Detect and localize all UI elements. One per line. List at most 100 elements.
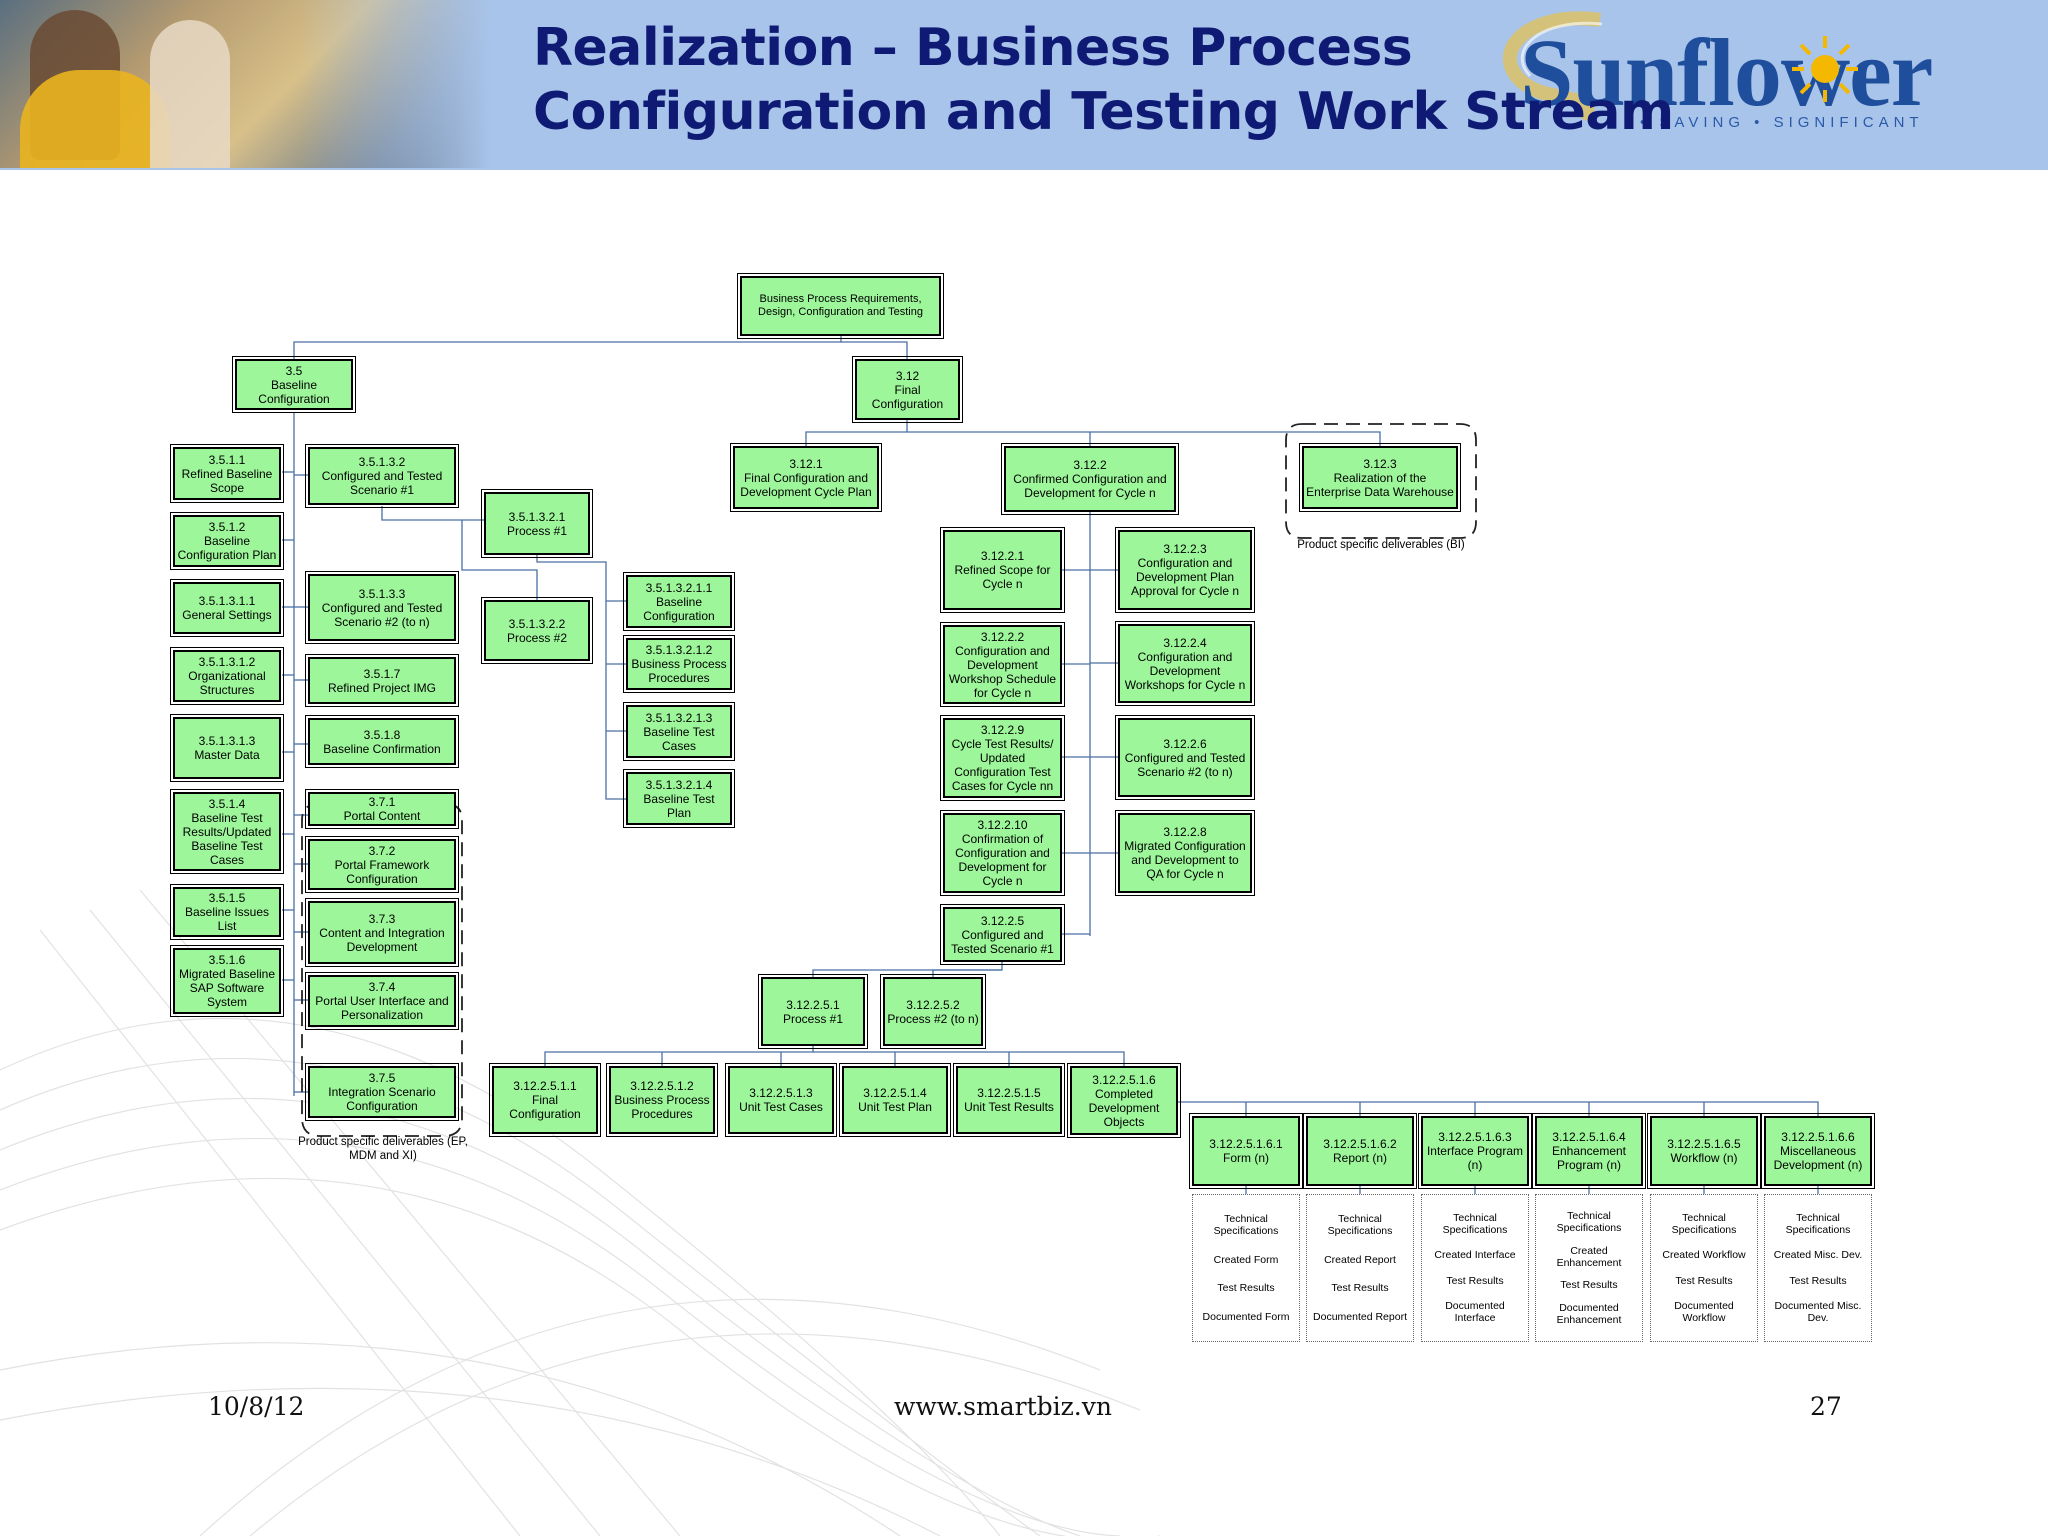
note-product-specific-bi: Product specific deliverables (BI) xyxy=(1297,539,1465,551)
node-id: 3.12.2.5.1.6.5 xyxy=(1667,1137,1741,1151)
node-label: Completed Development Objects xyxy=(1088,1086,1160,1129)
node-id: 3.5.1.3.2.2 xyxy=(508,616,566,631)
node-label: Confirmed Configuration and Development … xyxy=(1013,472,1167,500)
note-product-specific-ep: Product specific deliverables (EP, MDM a… xyxy=(298,1136,468,1162)
node-id: 3.7.1 xyxy=(368,795,396,809)
node-id: 3.7.5 xyxy=(368,1071,396,1085)
node-id: 3.5.1.4 xyxy=(208,796,246,811)
node-id: 3.5.1.3.2.1.1 xyxy=(645,580,713,595)
photo-person-man xyxy=(150,20,230,168)
node-label: Final Configuration xyxy=(871,382,944,411)
leaf-item: Technical Specifications xyxy=(1327,1213,1393,1238)
node-id: 3.5.1.3.1.2 xyxy=(198,655,256,669)
node-id: 3.12.2.5.1.6 xyxy=(1092,1072,1156,1087)
node-label: Refined Project IMG xyxy=(327,680,437,695)
node-id: 3.7.4 xyxy=(368,980,396,994)
node-label: Cycle Test Results/ Updated Configuratio… xyxy=(951,737,1054,793)
node-id: 3.5.1.3.2.1.4 xyxy=(645,777,713,792)
leaf-item: Technical Specifications xyxy=(1785,1211,1851,1236)
node-id: 3.5.1.1 xyxy=(208,452,246,467)
node-id: 3.12.2.8 xyxy=(1163,825,1207,839)
footer-url: www.smartbiz.vn xyxy=(894,1392,1112,1421)
node-id: 3.12.2.9 xyxy=(980,723,1025,737)
node-label: Configuration and Development Workshop S… xyxy=(948,643,1057,700)
node-id: 3.5.1.3.2.1.2 xyxy=(645,643,713,657)
node-label: Realization of the Enterprise Data Wareh… xyxy=(1306,470,1454,499)
photo-fade xyxy=(300,0,512,168)
node-id: 3.12.2.5.1.1 xyxy=(513,1079,577,1093)
logo-wordmark: Sunflower xyxy=(1520,19,1933,126)
leaf-item: Technical Specifications xyxy=(1671,1211,1737,1236)
node-id: 3.12.2.5.1 xyxy=(786,997,840,1012)
node-label: Baseline Test Plan xyxy=(643,791,715,820)
node-id: 3.12.2.5.1.5 xyxy=(977,1086,1041,1100)
logo-sun-icon xyxy=(1792,36,1858,102)
node-id: 3.5 xyxy=(285,363,303,378)
leaf-item: Created Misc. Dev. xyxy=(1773,1249,1863,1262)
node-label: Unit Test Plan xyxy=(858,1100,932,1114)
node-id: 3.12.2.5 xyxy=(980,913,1025,928)
node-id: 3.5.1.3.1.3 xyxy=(198,734,256,748)
node-id: 3.5.1.3.1.1 xyxy=(198,594,256,608)
node-label: Baseline Test Results/Updated Baseline T… xyxy=(182,810,272,867)
node-label: Refined Scope for Cycle n xyxy=(954,563,1051,591)
leaf-item: Test Results xyxy=(1217,1282,1275,1295)
dashed-boundary-ep xyxy=(301,803,463,1137)
node-id: 3.12.2.5.1.6.4 xyxy=(1552,1130,1626,1144)
node-label: Baseline Test Cases xyxy=(643,724,715,753)
node-label: Master Data xyxy=(194,748,260,762)
header-photo xyxy=(0,0,512,168)
node-label: Process #2 (to n) xyxy=(887,1011,979,1026)
node-label: Baseline Configuration Plan xyxy=(177,534,277,562)
leaf-item: Created Report xyxy=(1324,1253,1396,1266)
node-id: 3.12.2.6 xyxy=(1163,736,1207,751)
node-label: Form (n) xyxy=(1223,1151,1269,1165)
node-id: 3.5.1.7 xyxy=(363,666,401,681)
node-label: Portal User Interface and Personalizatio… xyxy=(315,994,449,1022)
leaf-item: Documented Report xyxy=(1313,1310,1407,1323)
leaf-item: Created Form xyxy=(1213,1253,1279,1266)
node-label: Final Configuration xyxy=(509,1093,581,1121)
node-label: Configuration and Development Plan Appro… xyxy=(1130,556,1240,598)
leaf-list-enhancement: Technical Specifications Created Enhance… xyxy=(1535,1194,1643,1342)
node-label: Portal Framework Configuration xyxy=(334,857,430,886)
node-label: Process #1 xyxy=(782,1011,844,1026)
node-label: Migrated Configuration and Development t… xyxy=(1124,839,1246,881)
node-label: Configured and Tested Scenario #2 (to n) xyxy=(321,600,443,629)
footer-page-number: 27 xyxy=(1810,1392,1842,1421)
node-id: 3.5.1.3.2.1.3 xyxy=(645,710,713,725)
leaf-list-form: Technical Specifications Created Form Te… xyxy=(1192,1194,1300,1342)
slide-title: Realization – Business Process Configura… xyxy=(533,16,1674,144)
node-label: Configured and Tested Scenario #1 xyxy=(951,927,1054,956)
leaf-item: Documented Form xyxy=(1202,1310,1290,1323)
node-label: General Settings xyxy=(182,608,272,622)
node-label: Business Process Procedures xyxy=(614,1093,710,1121)
node-label: Process #1 xyxy=(506,523,568,538)
leaf-list-report: Technical Specifications Created Report … xyxy=(1306,1194,1414,1342)
leaf-item: Test Results xyxy=(1789,1274,1847,1287)
leaf-item: Test Results xyxy=(1560,1279,1618,1292)
